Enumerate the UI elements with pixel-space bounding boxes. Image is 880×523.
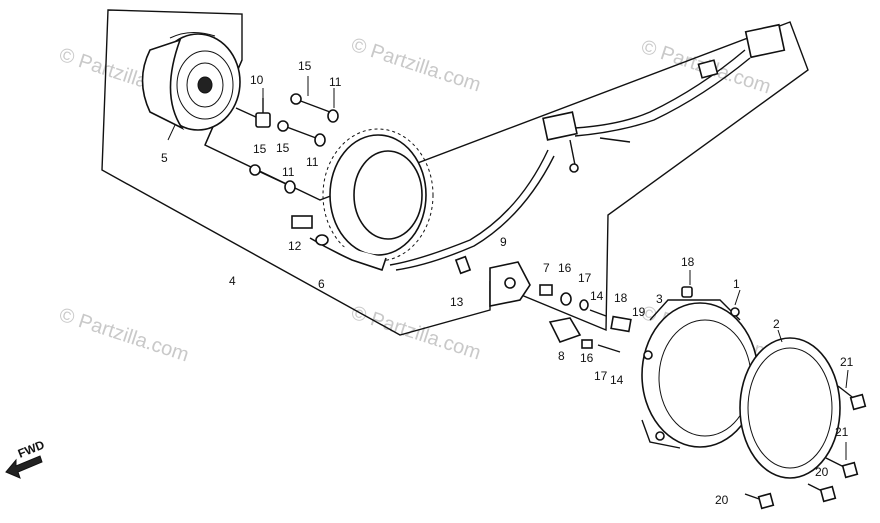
part-number-labels: 10 15 11 5 15 11 15 11 12 4 6 9 13 7 16 … (161, 59, 854, 507)
part-number-label: 14 (610, 373, 624, 387)
outer-cover-part (739, 337, 841, 479)
watermark: © Partzilla.com (348, 34, 483, 97)
part-number-label: 20 (715, 493, 729, 507)
fwd-label: FWD (16, 437, 47, 460)
part-number-label: 5 (161, 151, 168, 165)
clamp-part-12 (291, 215, 387, 272)
part-number-label: 15 (276, 141, 290, 155)
fwd-direction-indicator: FWD (5, 437, 47, 479)
part-number-label: 7 (543, 261, 550, 275)
part-number-label: 10 (250, 73, 264, 87)
part-number-label: 11 (282, 165, 295, 179)
wire-harness-part (389, 23, 786, 271)
part-number-label: 3 (656, 292, 663, 306)
part-number-label: 20 (815, 465, 829, 479)
part-number-label: 15 (298, 59, 312, 73)
part-number-label: 8 (558, 349, 565, 363)
part-number-label: 16 (580, 351, 594, 365)
small-parts-cluster (539, 284, 693, 353)
part-number-label: 18 (681, 255, 695, 269)
part-number-label: 18 (614, 291, 628, 305)
brush-holder-part (454, 255, 531, 307)
part-number-label: 11 (306, 155, 319, 169)
part-number-label: 13 (450, 295, 464, 309)
part-number-label: 9 (500, 235, 507, 249)
stator-part (322, 128, 434, 262)
part-number-label: 21 (835, 425, 849, 439)
part-number-label: 12 (288, 239, 302, 253)
part-number-label: 19 (632, 305, 646, 319)
part-number-label: 15 (253, 142, 267, 156)
bolt-part-10 (235, 98, 271, 128)
part-number-label: 1 (733, 277, 740, 291)
part-number-label: 16 (558, 261, 572, 275)
watermark: © Partzilla.com (348, 302, 483, 365)
watermark: © Partzilla.com (56, 304, 191, 367)
part-number-label: 6 (318, 277, 325, 291)
part-number-label: 17 (578, 271, 592, 285)
part-number-label: 11 (329, 75, 342, 89)
rotor-cover-part (141, 32, 241, 131)
part-number-label: 14 (590, 289, 604, 303)
bolts-and-washers (249, 93, 339, 194)
part-number-label: 2 (773, 317, 780, 331)
leader-lines (167, 76, 849, 460)
part-number-label: 4 (229, 274, 236, 288)
cover-bolts (744, 385, 867, 510)
part-number-label: 17 (594, 369, 608, 383)
part-number-label: 21 (840, 355, 854, 369)
